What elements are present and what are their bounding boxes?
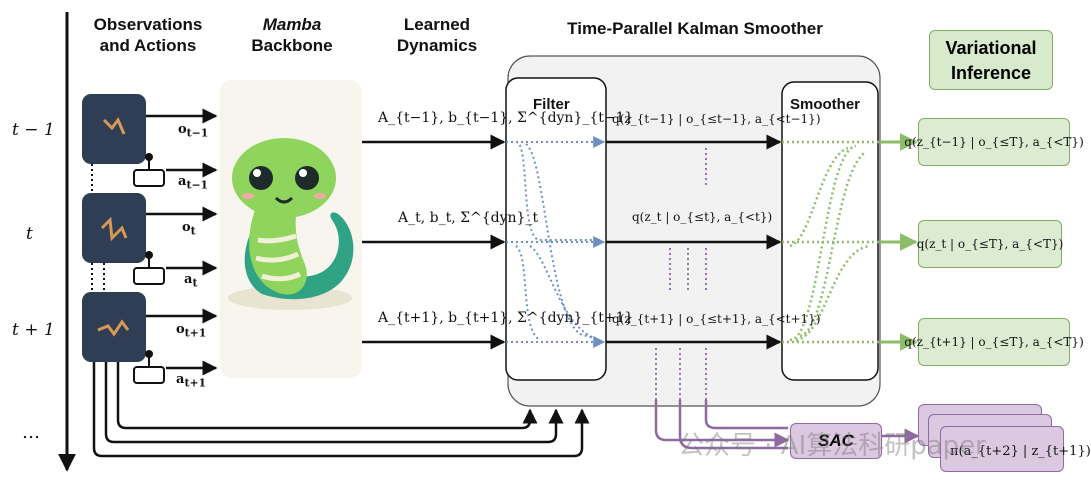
header-dynamics: Learned Dynamics bbox=[396, 15, 478, 55]
dynamics-label: A_{t+1}, b_{t+1}, Σ^{dyn}_{t+1} bbox=[378, 310, 634, 326]
filter-label: Filter bbox=[533, 96, 570, 113]
variational-inference-box: Variational Inference bbox=[929, 30, 1053, 90]
action-label: at−1 bbox=[178, 174, 209, 192]
feedback-lines bbox=[92, 362, 590, 458]
policy-box bbox=[940, 426, 1064, 472]
watermark: 公众号 · AI算法科研paper bbox=[678, 431, 986, 461]
policy-label: π(a_{t+2} | z_{t+1}) bbox=[950, 444, 1091, 459]
smoother-label: Smoother bbox=[790, 96, 861, 113]
action-label: at bbox=[184, 272, 198, 290]
filtered-label: q(z_t | o_{≤t}, a_{<t}) bbox=[632, 210, 773, 224]
filtered-label: q(z_{t−1} | o_{≤t−1}, a_{<t−1}) bbox=[612, 112, 821, 126]
snake-mascot-icon bbox=[228, 138, 354, 310]
joystick-icon bbox=[133, 350, 165, 384]
smoother-paths bbox=[782, 140, 880, 344]
smoother-box bbox=[781, 81, 879, 381]
robot-frame-icon bbox=[82, 193, 146, 263]
header-smoother: Time-Parallel Kalman Smoother bbox=[567, 19, 823, 38]
obs-label: ot bbox=[182, 220, 196, 238]
action-label: at+1 bbox=[176, 372, 207, 390]
robot-frame-icon bbox=[82, 94, 146, 164]
sac-paths bbox=[654, 400, 920, 450]
time-label-next: t + 1 bbox=[12, 320, 55, 340]
obs-label: ot+1 bbox=[176, 322, 207, 340]
dynamics-label: A_{t−1}, b_{t−1}, Σ^{dyn}_{t−1} bbox=[378, 110, 634, 126]
robot-frame-icon bbox=[82, 292, 146, 362]
posterior-box: q(z_t | o_{≤T}, a_{<T}) bbox=[917, 220, 1063, 268]
sac-links bbox=[655, 148, 707, 400]
joystick-icon bbox=[133, 153, 165, 187]
sac-box: SAC bbox=[790, 423, 882, 459]
joystick-icon bbox=[133, 251, 165, 285]
time-ellipsis: … bbox=[22, 422, 40, 443]
header-backbone: Mamba Backbone bbox=[251, 15, 333, 55]
posterior-box: q(z_{t+1} | o_{≤T}, a_{<T}) bbox=[904, 318, 1084, 366]
header-observations: Observations and Actions bbox=[93, 15, 203, 55]
time-label-prev: t − 1 bbox=[12, 120, 55, 140]
obs-label: ot−1 bbox=[178, 122, 209, 140]
filter-paths bbox=[506, 136, 606, 348]
time-label-now: t bbox=[26, 224, 33, 244]
posterior-box: q(z_{t−1} | o_{≤T}, a_{<T}) bbox=[904, 118, 1084, 166]
filtered-label: q(z_{t+1} | o_{≤t+1}, a_{<t+1}) bbox=[612, 312, 821, 326]
dynamics-label: A_t, b_t, Σ^{dyn}_t bbox=[398, 210, 539, 226]
